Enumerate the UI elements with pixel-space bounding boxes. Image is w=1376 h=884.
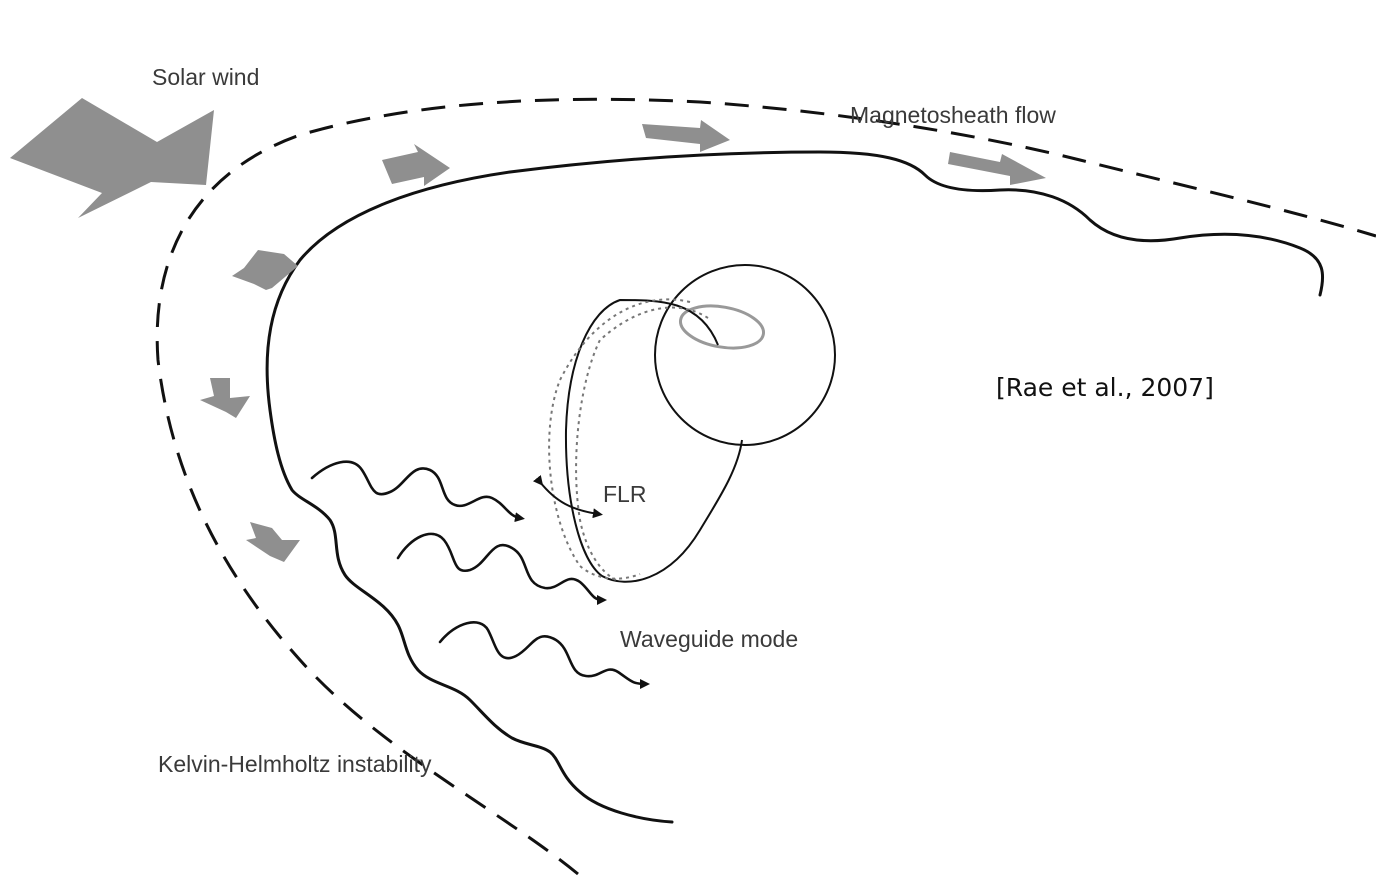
label-magnetosheath-flow: Magnetosheath flow (850, 102, 1056, 128)
label-waveguide-mode: Waveguide mode (620, 626, 798, 652)
magnetopause-boundary (267, 152, 1323, 822)
label-kelvin-helmholtz: Kelvin-Helmholtz instability (158, 751, 432, 777)
field-line-loop-dotted-outer (576, 308, 708, 580)
wave-lower (440, 622, 645, 684)
label-flr: FLR (603, 481, 646, 507)
sheath-arrow-3 (948, 152, 1046, 185)
sheath-arrow-6 (246, 522, 300, 562)
label-solar-wind: Solar wind (152, 64, 259, 90)
citation-text: [Rae et al., 2007] (996, 373, 1214, 402)
sheath-arrow-2 (642, 120, 730, 152)
sheath-arrow-1 (382, 144, 450, 186)
wave-middle (398, 534, 602, 600)
solar-wind-arrow (10, 98, 214, 218)
field-line-loop-dotted-inner (549, 299, 690, 578)
sheath-arrow-5 (200, 378, 250, 418)
earth-sphere (655, 265, 835, 445)
wave-upper (312, 462, 520, 518)
sheath-arrow-4 (232, 250, 298, 290)
auroral-oval-ring (677, 300, 767, 354)
